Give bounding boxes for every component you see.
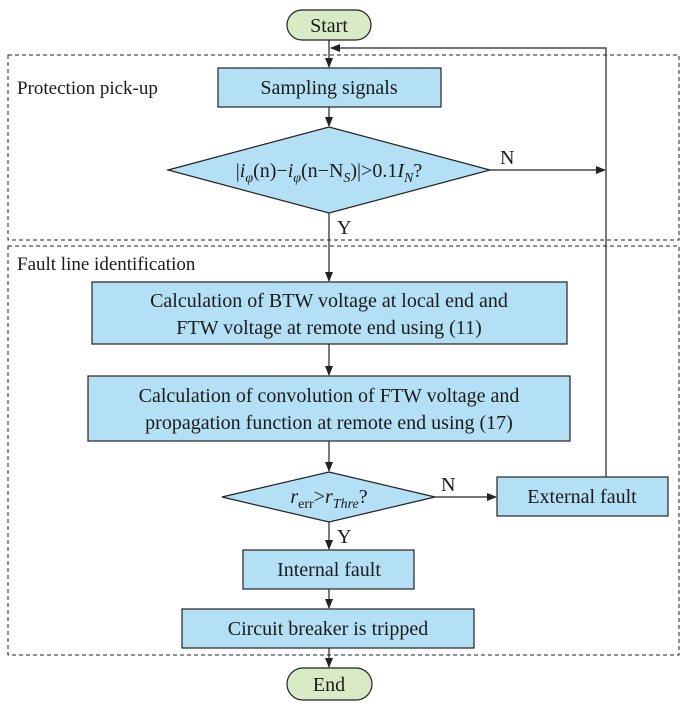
- external-fault-box: [496, 476, 669, 517]
- arrow-loop-back: [330, 44, 607, 477]
- end-label: End: [313, 674, 345, 696]
- decision1-no-label: N: [500, 147, 514, 169]
- decision-ratio-threshold: [221, 471, 436, 523]
- sampling-signals-box: [217, 67, 442, 108]
- calc-btw-ftw-line1: Calculation of BTW voltage at local end …: [150, 290, 508, 312]
- decision-ratio-threshold-label: rerr>rThre?: [290, 486, 367, 512]
- calc-convolution-line2: propagation function at remote end using…: [145, 412, 513, 434]
- calc-convolution-line1: Calculation of convolution of FTW voltag…: [139, 385, 520, 407]
- end-terminal: [286, 667, 373, 701]
- calc-btw-ftw-box: [91, 281, 568, 345]
- internal-fault-box: [242, 549, 415, 590]
- start-label: Start: [310, 15, 348, 37]
- decision1-yes-label: Y: [337, 217, 351, 239]
- decision2-yes-label: Y: [337, 526, 351, 548]
- calc-convolution-box: [87, 375, 571, 442]
- internal-fault-label: Internal fault: [277, 559, 381, 581]
- sampling-signals-label: Sampling signals: [260, 77, 397, 99]
- breaker-tripped-box: [181, 608, 475, 649]
- calc-btw-ftw-line2: FTW voltage at remote end using (11): [176, 317, 481, 339]
- external-fault-label: External fault: [527, 486, 637, 508]
- decision-current-change-label: |iφ(n)−iφ(n−NS)|>0.1IN?: [236, 160, 423, 186]
- decision2-no-label: N: [441, 474, 455, 496]
- breaker-tripped-label: Circuit breaker is tripped: [228, 618, 429, 640]
- group-label-identification: Fault line identification: [17, 254, 196, 275]
- group-label-pickup: Protection pick-up: [17, 78, 158, 99]
- group-fault-line-identification: [7, 245, 680, 656]
- decision-current-change: [165, 126, 493, 214]
- group-protection-pickup: [7, 54, 680, 241]
